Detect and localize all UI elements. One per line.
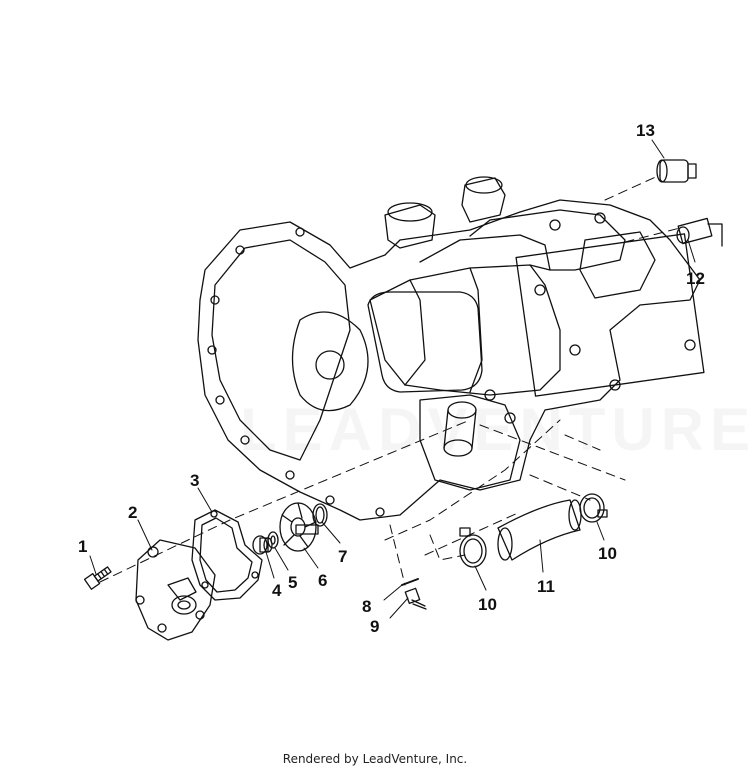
callout-5: 5 [288, 573, 297, 592]
engine-block [197, 176, 705, 521]
callout-9: 9 [370, 617, 379, 636]
part-bolt [83, 566, 112, 590]
part-coolant-hose [497, 499, 582, 561]
part-o-ring [312, 503, 328, 527]
part-screw [404, 587, 427, 610]
part-pin [401, 578, 419, 586]
callout-13: 13 [636, 121, 655, 140]
assembly-dash-lines [99, 174, 681, 586]
part-impeller [279, 502, 319, 552]
callout-3: 3 [190, 471, 199, 490]
callout-4: 4 [272, 581, 282, 600]
part-washer [267, 531, 279, 549]
part-seal [252, 535, 273, 555]
part-temperature-sender [676, 217, 723, 247]
callout-10a: 10 [478, 595, 497, 614]
callout-11: 11 [537, 577, 555, 596]
callout-10b: 10 [598, 544, 617, 563]
part-sensor [656, 159, 697, 183]
part-hose-clamp-left [459, 527, 487, 568]
callout-6: 6 [318, 571, 327, 590]
leader-lines [89, 139, 696, 619]
part-water-pump-cover [135, 539, 216, 641]
footer-credit: Rendered by LeadVenture, Inc. [282, 752, 468, 766]
callout-7: 7 [338, 547, 347, 566]
callout-1: 1 [78, 537, 87, 556]
part-hose-clamp-right [579, 493, 608, 523]
part-gasket [191, 509, 263, 601]
callout-8: 8 [362, 597, 371, 616]
callout-12: 12 [686, 269, 705, 288]
watermark: LEADVENTURE [240, 396, 750, 463]
callout-2: 2 [128, 503, 137, 522]
